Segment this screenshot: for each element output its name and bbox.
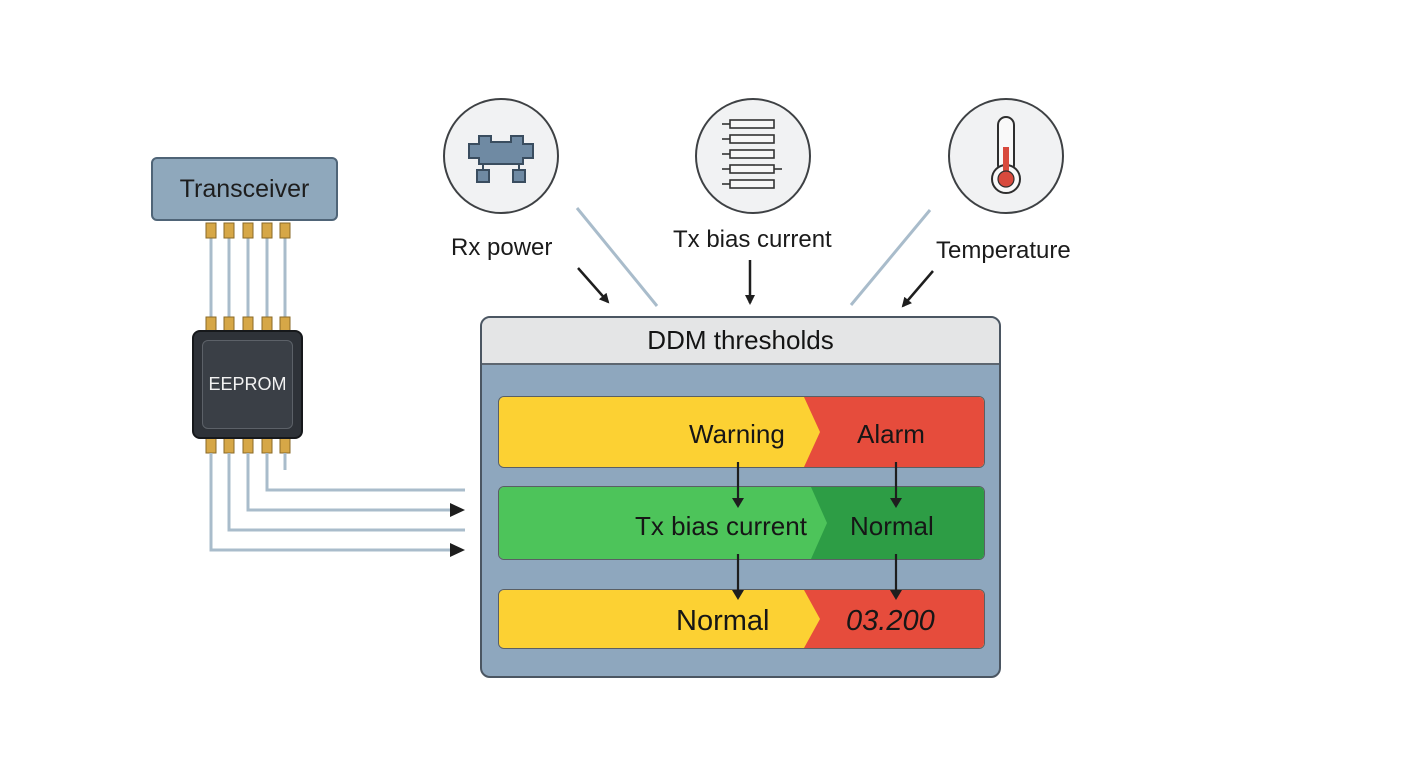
transceiver-eeprom-wires [209,238,287,320]
connector-icon [443,98,559,214]
panel-input-arrowheads [450,503,465,557]
thermometer-icon [948,98,1064,214]
panel-title: DDM thresholds [647,325,834,355]
row-3-right-value: 03.200 [846,605,935,637]
row-3-left-label: Normal [676,605,770,637]
rx-power-label: Rx power [451,234,553,261]
row-2-left-label: Tx bias current [635,511,807,541]
threshold-row-warning-alarm: Warning Alarm [498,396,985,468]
eeprom-chip: EEPROM [192,330,303,439]
temperature-label: Temperature [936,237,1071,264]
transceiver-box: Transceiver [151,157,338,221]
eeprom-bottom-pins [205,437,291,454]
row-2-right-label: Normal [850,511,934,541]
row-flow-arrows [732,462,902,600]
bias-lines-icon [695,98,811,214]
transceiver-label: Transceiver [179,174,310,203]
row-3-right-segment [804,590,984,648]
ddm-thresholds-panel: DDM thresholds Warning Alarm Tx bias cur… [480,316,1001,678]
icon-connector-lines [575,207,932,307]
eeprom-panel-wires [209,453,465,552]
row-1-right-segment [804,397,984,467]
row-1-left-label: Warning [689,419,785,449]
eeprom-top-pins [205,316,291,332]
tx-bias-label: Tx bias current [673,226,832,253]
row-1-right-label: Alarm [857,419,925,449]
input-arrows [577,260,934,308]
threshold-row-value: Normal 03.200 [498,589,985,649]
panel-header: DDM thresholds [482,318,999,365]
transceiver-pins [205,222,291,239]
eeprom-label: EEPROM [208,374,287,394]
